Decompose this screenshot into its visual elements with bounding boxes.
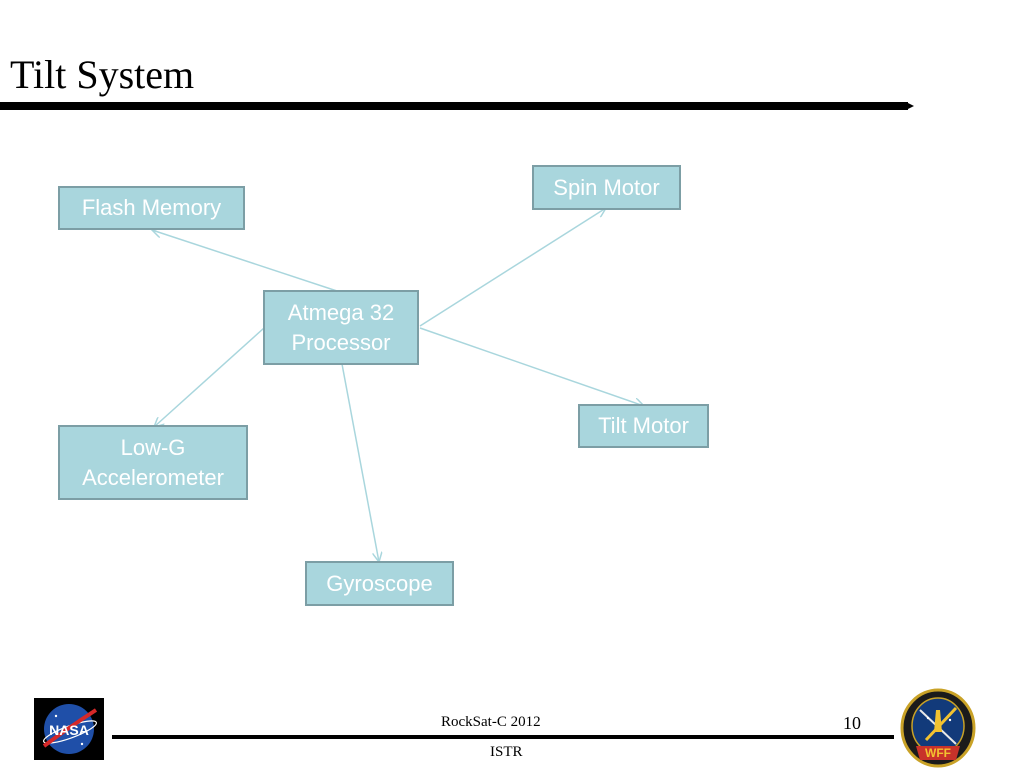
wff-patch-logo-icon: WFF: [900, 688, 976, 768]
nasa-logo-text: NASA: [49, 722, 89, 738]
node-low-g-accelerometer: Low-G Accelerometer: [58, 425, 248, 500]
edge-processor-tilt: [419, 327, 644, 406]
edge-processor-flash: [152, 230, 341, 293]
footer-divider: [112, 735, 894, 739]
title-divider: [0, 102, 908, 110]
nasa-logo-icon: NASA: [34, 698, 104, 760]
node-tilt-motor: Tilt Motor: [578, 404, 709, 448]
node-spin-motor: Spin Motor: [532, 165, 681, 210]
wff-logo-text: WFF: [925, 746, 951, 760]
footer-team: ISTR: [490, 744, 523, 760]
footer-event: RockSat-C 2012: [441, 714, 541, 730]
edge-processor-gyroscope: [341, 363, 379, 562]
node-gyroscope: Gyroscope: [305, 561, 454, 606]
title-divider-tip: [906, 102, 914, 110]
edge-processor-accelerometer: [154, 327, 265, 427]
slide-title: Tilt System: [10, 52, 195, 97]
node-flash-memory: Flash Memory: [58, 186, 245, 230]
edge-processor-spin: [419, 208, 606, 327]
page-number: 10: [843, 713, 861, 733]
node-processor: Atmega 32 Processor: [263, 290, 419, 365]
